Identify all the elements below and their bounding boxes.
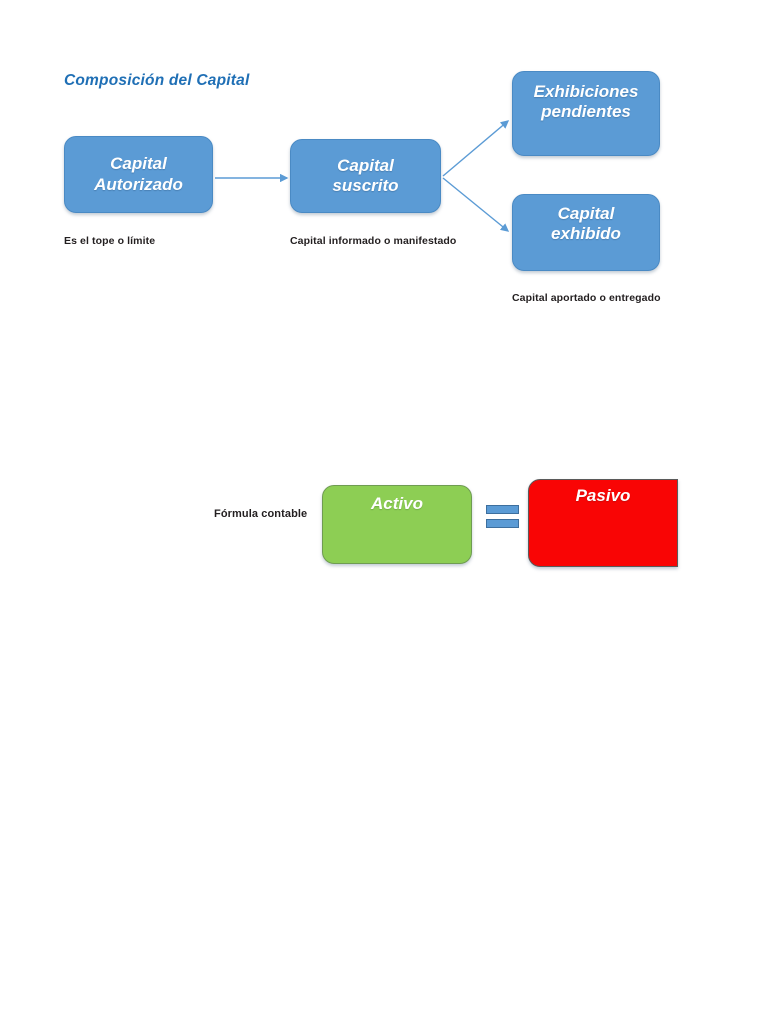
equals-icon: [486, 505, 519, 531]
caption-capital-autorizado: Es el tope o límite: [64, 235, 156, 247]
node-capital-exhibido[interactable]: Capital exhibido: [512, 194, 660, 271]
node-activo[interactable]: Activo: [322, 485, 472, 564]
node-capital-autorizado[interactable]: Capital Autorizado: [64, 136, 213, 213]
equals-bar-top: [486, 505, 519, 514]
caption-capital-suscrito: Capital informado o manifestado: [290, 235, 457, 247]
label-formula-contable: Fórmula contable: [214, 508, 308, 520]
caption-capital-exhibido: Capital aportado o entregado: [512, 292, 661, 304]
node-exhibiciones-pendientes[interactable]: Exhibiciones pendientes: [512, 71, 660, 156]
page-title: Composición del Capital: [64, 72, 250, 89]
connector-suscrito-to-exhibiciones: [442, 120, 510, 177]
equals-bar-bottom: [486, 519, 519, 528]
connector-suscrito-to-exhibido: [442, 177, 510, 232]
node-pasivo[interactable]: Pasivo: [528, 479, 678, 567]
node-capital-suscrito[interactable]: Capital suscrito: [290, 139, 441, 213]
